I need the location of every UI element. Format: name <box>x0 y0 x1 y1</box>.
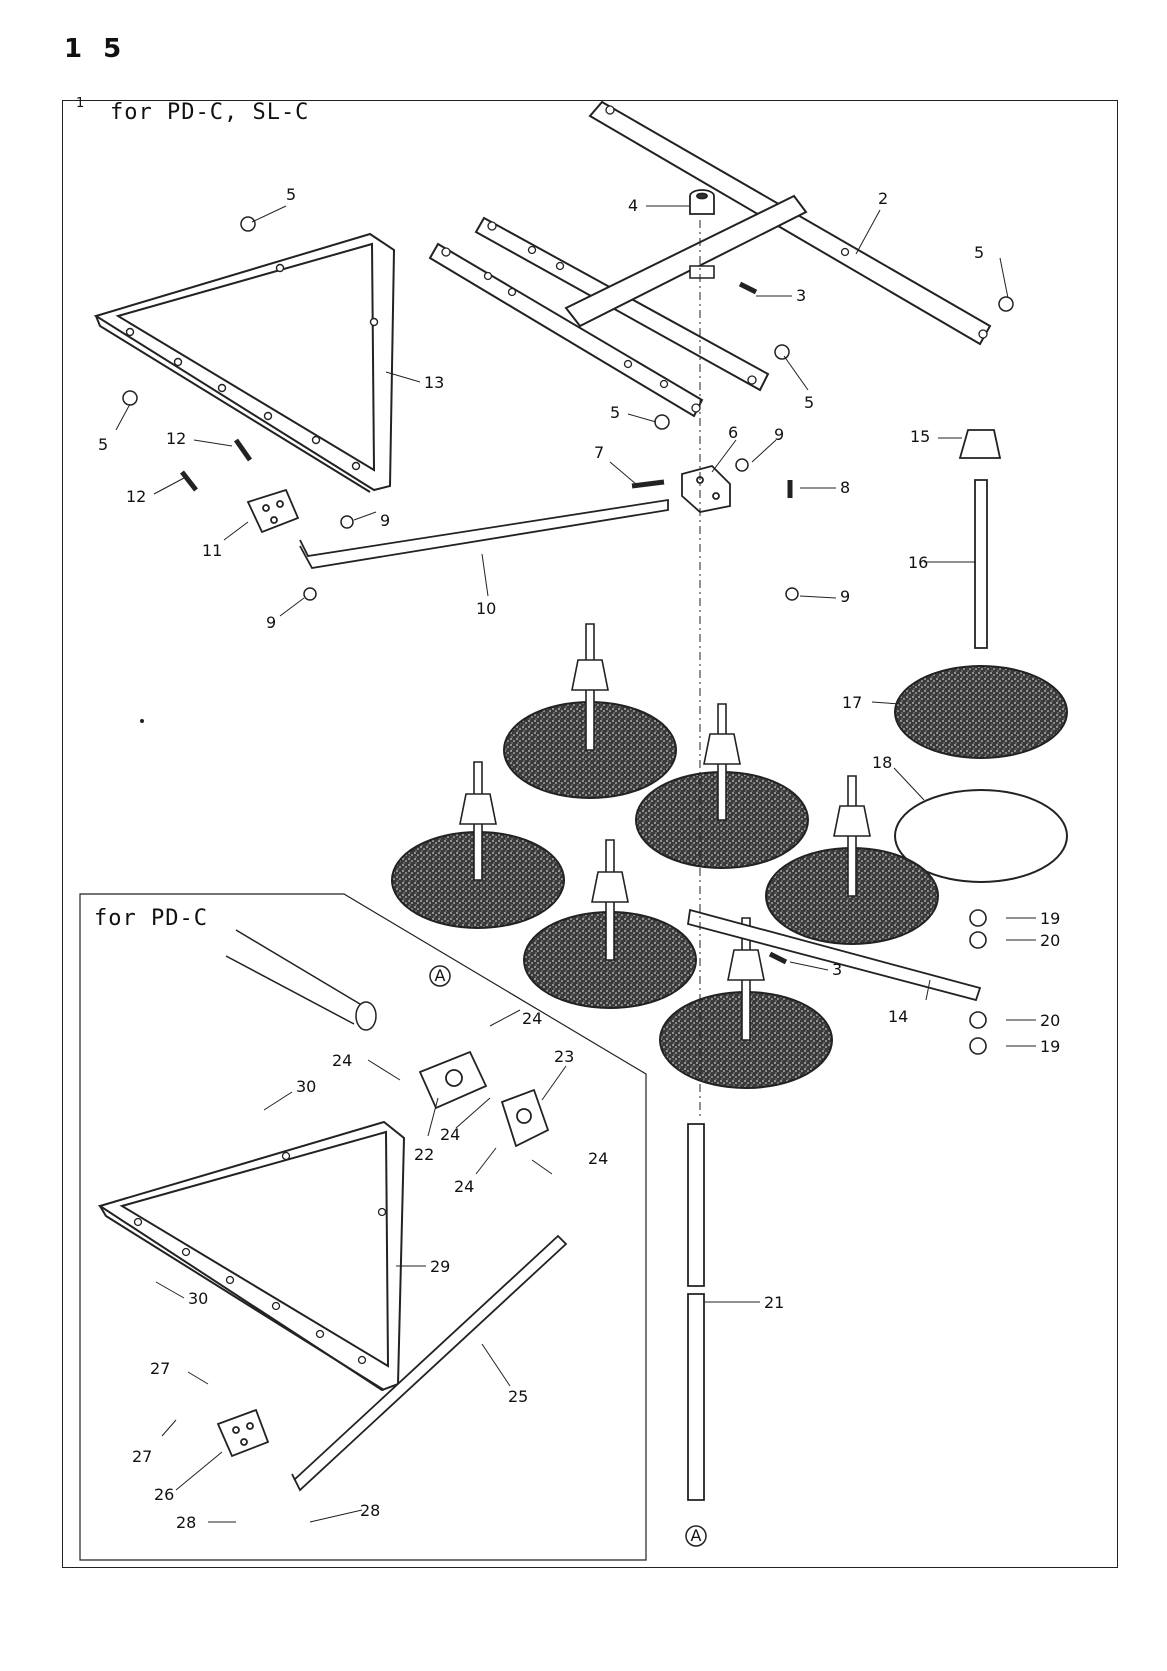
collar-4-hub <box>690 266 714 278</box>
nut-5b <box>123 391 137 405</box>
nut-9a <box>736 459 748 471</box>
callout-9b: 9 <box>380 511 390 530</box>
callout-6: 6 <box>728 423 738 442</box>
nut-5e <box>655 415 669 429</box>
callout-27b: 27 <box>132 1447 152 1466</box>
callout-24d: 24 <box>454 1177 474 1196</box>
callout-29: 29 <box>430 1257 450 1276</box>
callout-5b: 5 <box>974 243 984 262</box>
callout-5c: 5 <box>98 435 108 454</box>
screw-3b <box>770 954 786 962</box>
callout-12b: 12 <box>126 487 146 506</box>
callout-21: 21 <box>764 1293 784 1312</box>
clamp-22 <box>420 1052 486 1108</box>
callout-16: 16 <box>908 553 928 572</box>
spool-bars-2 <box>430 102 990 416</box>
callout-14: 14 <box>888 1007 908 1026</box>
callout-19a: 19 <box>1040 909 1060 928</box>
callout-4: 4 <box>628 196 638 215</box>
callout-9d: 9 <box>840 587 850 606</box>
screw-7 <box>632 482 664 486</box>
callout-20b: 20 <box>1040 1011 1060 1030</box>
callout-9a: 9 <box>774 425 784 444</box>
callout-23: 23 <box>554 1047 574 1066</box>
felt-17 <box>895 666 1067 758</box>
callout-5a: 5 <box>286 185 296 204</box>
nut-5a <box>241 217 255 231</box>
callout-24b: 24 <box>332 1051 352 1070</box>
ref-marker-bottom-label: A <box>691 1526 702 1545</box>
bracket-26 <box>218 1410 268 1456</box>
callout-10: 10 <box>476 599 496 618</box>
callout-27a: 27 <box>150 1359 170 1378</box>
spool-pin-15-16 <box>960 430 1000 648</box>
callout-17: 17 <box>842 693 862 712</box>
callout-11: 11 <box>202 541 222 560</box>
callout-26: 26 <box>154 1485 174 1504</box>
callout-15: 15 <box>910 427 930 446</box>
callout-5d: 5 <box>804 393 814 412</box>
callout-28a: 28 <box>360 1501 380 1520</box>
callout-20a: 20 <box>1040 931 1060 950</box>
callout-19b: 19 <box>1040 1037 1060 1056</box>
callout-25: 25 <box>508 1387 528 1406</box>
callout-8: 8 <box>840 478 850 497</box>
washers-19-20 <box>970 910 986 1054</box>
nut-9c <box>304 588 316 600</box>
callout-22: 22 <box>414 1145 434 1164</box>
inset-pipe <box>226 930 376 1030</box>
collar-4 <box>690 190 714 214</box>
nut-5d <box>775 345 789 359</box>
screw-3a <box>740 284 756 292</box>
callout-24a: 24 <box>522 1009 542 1028</box>
callout-2: 2 <box>878 189 888 208</box>
nut-5c <box>999 297 1013 311</box>
callout-18: 18 <box>872 753 892 772</box>
nut-9d <box>786 588 798 600</box>
callout-30a: 30 <box>296 1077 316 1096</box>
ref-marker-top-label: A <box>435 966 446 985</box>
callout-28b: 28 <box>176 1513 196 1532</box>
nut-9b <box>341 516 353 528</box>
callout-5e: 5 <box>610 403 620 422</box>
block-6 <box>682 466 730 512</box>
callout-24c: 24 <box>588 1149 608 1168</box>
callout-3a: 3 <box>796 286 806 305</box>
callout-24e: 24 <box>440 1125 460 1144</box>
callout-12a: 12 <box>166 429 186 448</box>
callout-30b: 30 <box>188 1289 208 1308</box>
callout-13: 13 <box>424 373 444 392</box>
callout-9c: 9 <box>266 613 276 632</box>
rod-10 <box>300 500 668 568</box>
callout-3b: 3 <box>832 960 842 979</box>
stand-pipe-21 <box>688 1124 704 1500</box>
callout-7: 7 <box>594 443 604 462</box>
bracket-11 <box>248 490 298 532</box>
inset-triangle-29 <box>100 1122 404 1390</box>
screw-12b <box>182 472 196 490</box>
clamp-23 <box>502 1090 548 1146</box>
screw-12a <box>236 440 250 460</box>
